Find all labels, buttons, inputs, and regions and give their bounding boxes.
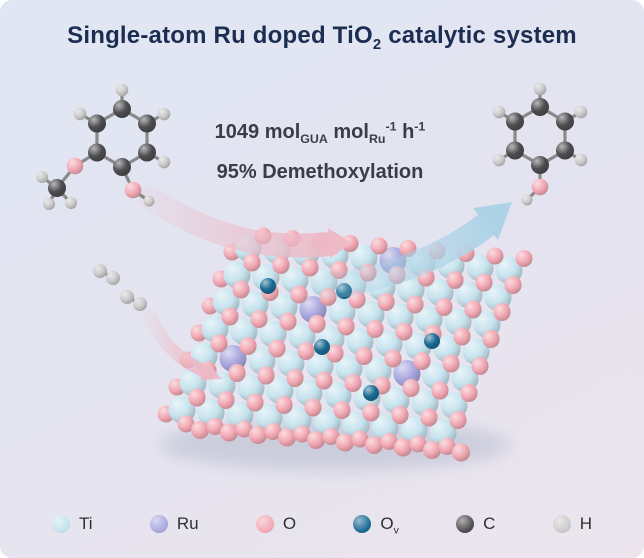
- reactant-arrow-pink: [138, 186, 352, 258]
- legend-item-ti: Ti: [52, 514, 93, 534]
- h2-molecules: [93, 264, 147, 311]
- ti-atom-swatch: [52, 515, 70, 533]
- c-atom-swatch: [456, 515, 475, 533]
- title-text-post: catalytic system: [381, 22, 577, 49]
- tio2-lattice: [157, 227, 533, 462]
- ov-atom-swatch: [353, 515, 372, 533]
- h2-arrow-pink: [143, 309, 222, 380]
- demethoxylation-text: 95% Demethoxylation: [216, 161, 424, 183]
- legend-label-ov: Ov: [380, 514, 399, 537]
- title-subscript: 2: [372, 36, 382, 53]
- legend-item-o: O: [255, 514, 297, 534]
- legend-label-ti: Ti: [79, 514, 93, 533]
- phenol-molecule: [492, 82, 588, 206]
- o-atom-swatch: [255, 515, 274, 533]
- legend-item-h: H: [552, 514, 592, 534]
- product-arrow-blue: [312, 202, 512, 300]
- legend-item-ov: Ov: [353, 514, 399, 537]
- figure-title: Single-atom Ru doped TiO2 catalytic syst…: [0, 22, 644, 53]
- legend-item-ru: Ru: [149, 514, 199, 534]
- turnover-rate-text: 1049 molGUA molRu-1 h-1: [214, 119, 426, 146]
- legend-label-ru: Ru: [176, 514, 199, 533]
- ru-atom-swatch: [149, 515, 168, 533]
- guaiacol-molecule: [36, 83, 171, 210]
- legend-label-o: O: [282, 514, 297, 533]
- legend-label-h: H: [579, 514, 592, 533]
- atom-legend: Ti Ru O Ov C H: [0, 514, 644, 537]
- h-atom-swatch: [552, 515, 571, 533]
- reaction-stats: 1049 molGUA molRu-1 h-1 95% Demethoxylat…: [186, 112, 454, 192]
- title-text: Single-atom Ru doped TiO: [67, 22, 373, 49]
- legend-item-c: C: [456, 514, 495, 534]
- legend-label-c: C: [483, 514, 496, 533]
